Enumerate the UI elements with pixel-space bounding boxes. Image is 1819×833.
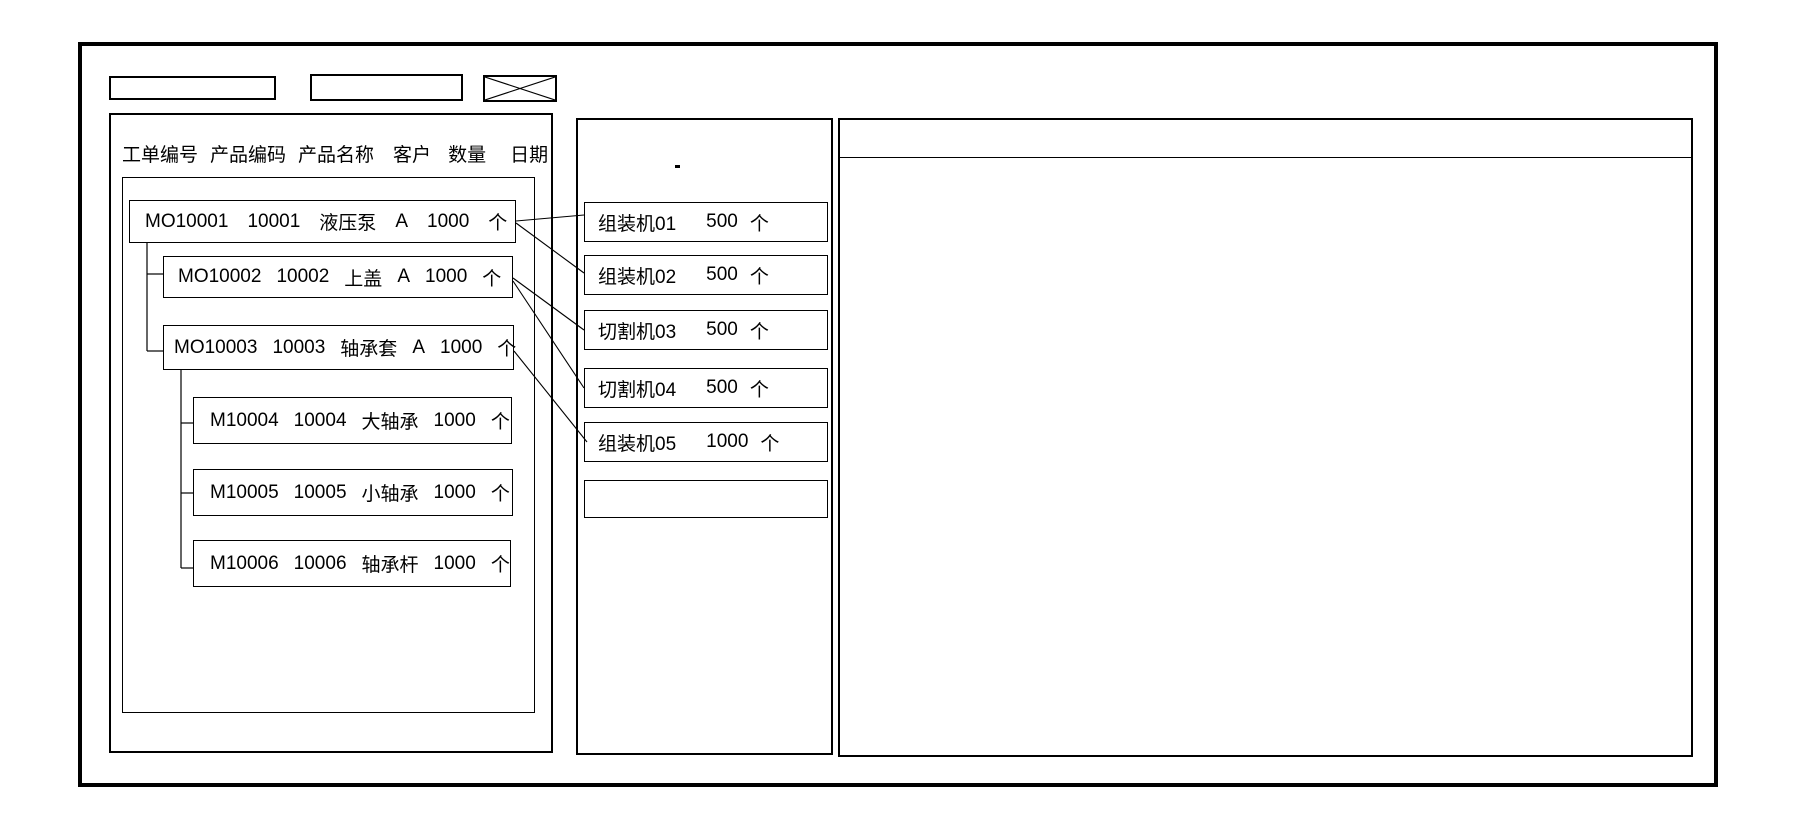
column-order-no: 工单编号 [122, 144, 199, 166]
machine-unit: 个 [749, 213, 769, 235]
machine-unit: 个 [749, 321, 769, 343]
toolbar-field-2[interactable] [310, 74, 463, 101]
product-code: 10002 [276, 266, 330, 287]
work-order-node-m10006[interactable]: M10006 10006 轴承杆 1000 个 [193, 540, 511, 587]
product-code: 10006 [293, 552, 347, 574]
unit: 个 [490, 555, 510, 576]
product-code: 10003 [272, 336, 326, 358]
close-button[interactable] [483, 75, 557, 102]
order-no: MO10003 [174, 336, 258, 358]
product-name: 上盖 [344, 268, 383, 290]
product-name: 轴承杆 [361, 555, 419, 576]
work-order-node-m10004[interactable]: M10004 10004 大轴承 1000 个 [193, 397, 512, 444]
window-frame [78, 42, 1718, 787]
unit: 个 [490, 412, 510, 433]
product-name: 液压泵 [319, 213, 377, 234]
column-customer: 客户 [393, 144, 432, 166]
dot-mark [675, 165, 680, 168]
work-order-node-mo10003[interactable]: MO10003 10003 轴承套 A 1000 个 [163, 325, 517, 370]
machine-qty: 1000 [706, 431, 749, 452]
work-order-column-header: 工单编号 产品编码 产品名称 客户 数量 日期 [122, 142, 549, 166]
order-no: M10006 [210, 552, 279, 574]
machine-box-empty[interactable] [584, 480, 828, 518]
machine-unit: 个 [760, 433, 780, 455]
machine-box-03[interactable]: 切割机03 500 个 [584, 310, 828, 350]
detail-panel [838, 118, 1693, 757]
machine-name: 组装机01 [598, 213, 677, 235]
order-no: MO10001 [145, 210, 229, 232]
machine-name: 切割机03 [598, 321, 677, 343]
machine-qty: 500 [706, 377, 738, 398]
qty: 1000 [433, 481, 476, 503]
detail-panel-header-divider [840, 157, 1691, 158]
column-qty: 数量 [448, 144, 487, 166]
customer: A [397, 266, 410, 287]
machine-unit: 个 [749, 266, 769, 288]
order-no: M10004 [210, 409, 279, 431]
unit: 个 [482, 268, 502, 290]
machine-name: 切割机04 [598, 379, 677, 401]
machine-box-05[interactable]: 组装机05 1000 个 [584, 422, 828, 462]
product-name: 大轴承 [361, 412, 419, 433]
unit: 个 [488, 213, 508, 234]
machine-name: 组装机02 [598, 266, 677, 288]
product-name: 小轴承 [361, 484, 419, 505]
unit: 个 [497, 339, 517, 360]
toolbar-field-1[interactable] [109, 76, 276, 100]
column-product-name: 产品名称 [298, 144, 375, 166]
qty: 1000 [427, 210, 470, 232]
product-code: 10005 [293, 481, 347, 503]
machine-box-02[interactable]: 组装机02 500 个 [584, 255, 828, 295]
customer: A [395, 210, 408, 232]
work-order-node-m10005[interactable]: M10005 10005 小轴承 1000 个 [193, 469, 513, 516]
machine-qty: 500 [706, 319, 738, 340]
column-product-code: 产品编码 [210, 144, 287, 166]
product-code: 10004 [293, 409, 347, 431]
product-code: 10001 [247, 210, 301, 232]
close-x-icon [485, 77, 555, 100]
work-order-node-mo10001[interactable]: MO10001 10001 液压泵 A 1000 个 [129, 200, 516, 243]
machine-qty: 500 [706, 264, 738, 285]
machine-unit: 个 [749, 379, 769, 401]
qty: 1000 [433, 552, 476, 574]
product-name: 轴承套 [340, 339, 398, 360]
customer: A [412, 336, 425, 358]
qty: 1000 [433, 409, 476, 431]
column-date: 日期 [510, 144, 549, 166]
qty: 1000 [425, 266, 468, 287]
work-order-node-mo10002[interactable]: MO10002 10002 上盖 A 1000 个 [163, 256, 513, 298]
qty: 1000 [440, 336, 483, 358]
machine-qty: 500 [706, 211, 738, 232]
order-no: MO10002 [178, 266, 262, 287]
order-no: M10005 [210, 481, 279, 503]
machine-name: 组装机05 [598, 433, 677, 455]
machine-box-04[interactable]: 切割机04 500 个 [584, 368, 828, 408]
unit: 个 [490, 484, 510, 505]
machine-box-01[interactable]: 组装机01 500 个 [584, 202, 828, 242]
